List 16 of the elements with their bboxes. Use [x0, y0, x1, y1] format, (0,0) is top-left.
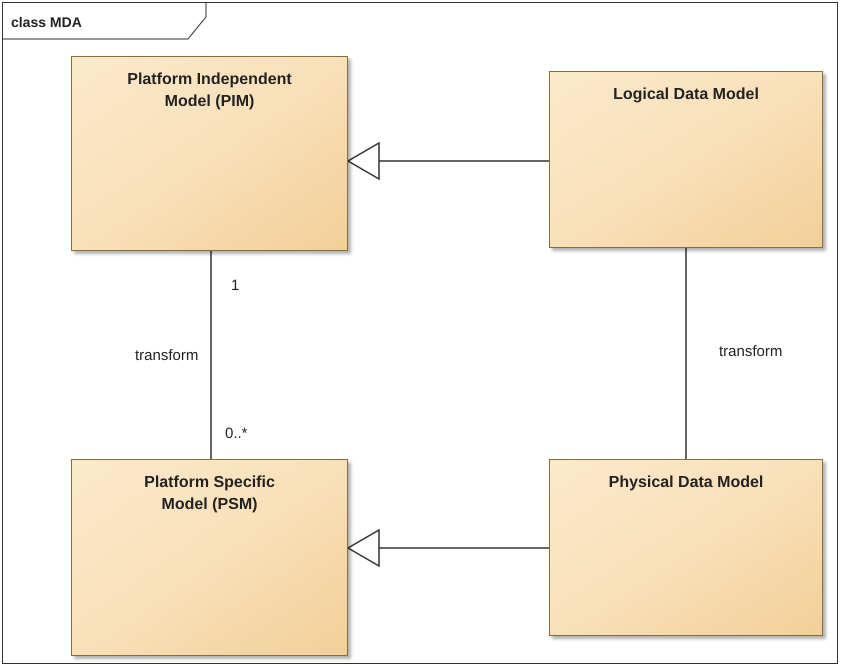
- multiplicity-label: 0..*: [225, 424, 248, 444]
- class-name: Platform Independent Model (PIM): [126, 70, 293, 112]
- association-line: [210, 251, 212, 459]
- multiplicity-label: 1: [231, 276, 240, 296]
- class-box: [549, 459, 823, 636]
- frame-title: class MDA: [11, 13, 82, 32]
- association-line: [685, 248, 687, 459]
- diagram-frame: [2, 2, 838, 664]
- generalization-arrow: [347, 142, 549, 180]
- generalization-arrow: [347, 529, 549, 567]
- class-name: Physical Data Model: [608, 473, 764, 493]
- class-name: Platform Specific Model (PSM): [143, 473, 276, 515]
- class-box: [71, 56, 348, 251]
- class-name: Logical Data Model: [613, 85, 759, 105]
- class-box: [549, 71, 823, 248]
- class-box: [71, 459, 348, 656]
